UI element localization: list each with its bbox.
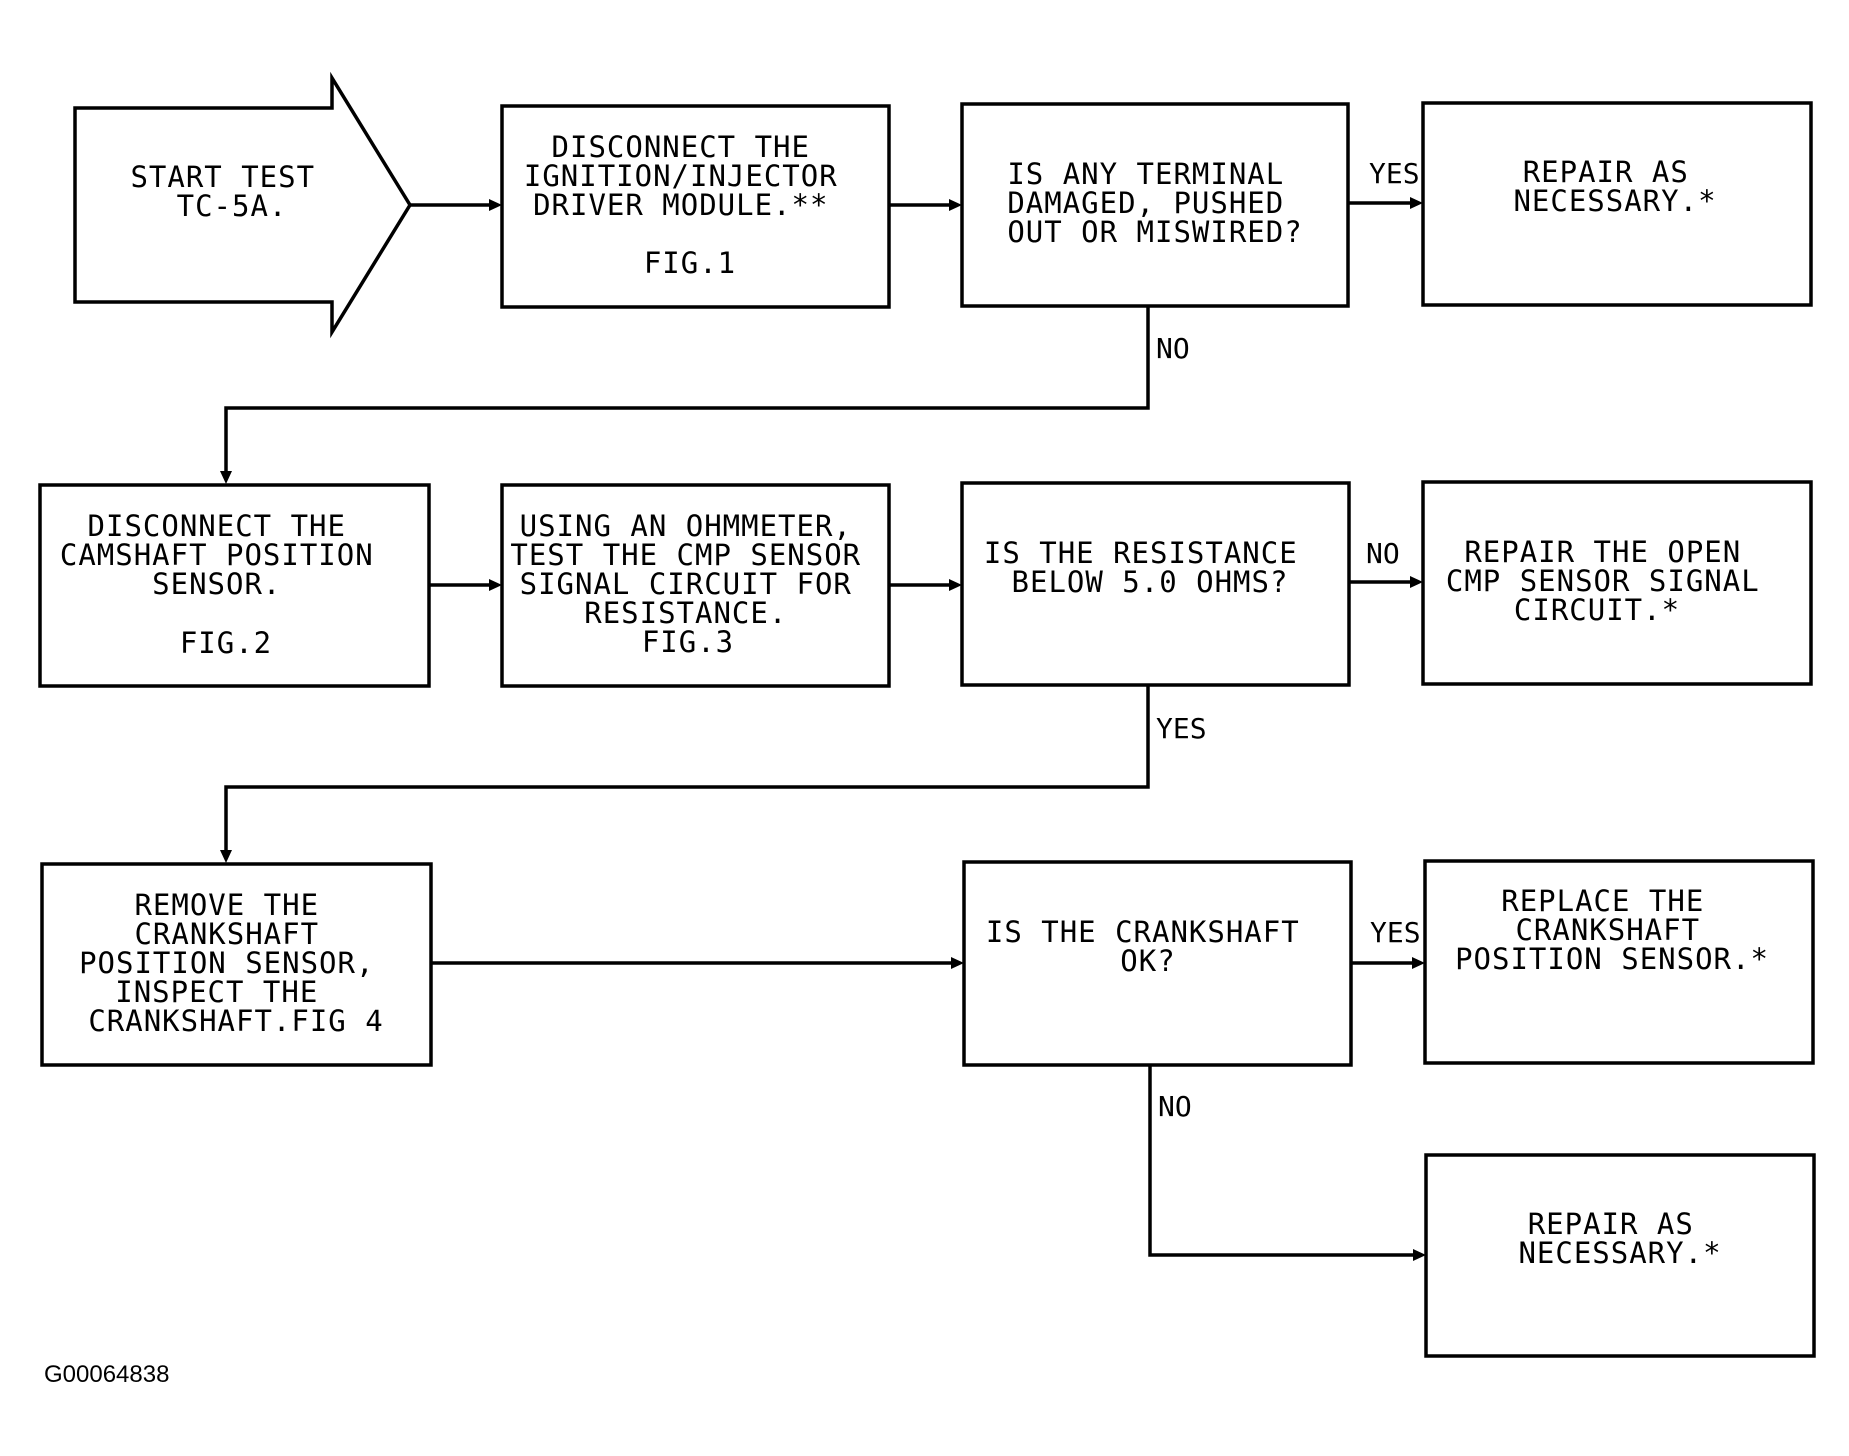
edge-label-terminal-no: NO: [1156, 332, 1190, 365]
arrowhead: [220, 850, 232, 863]
disconnect-module-node: DISCONNECT THE IGNITION/INJECTOR DRIVER …: [500, 104, 891, 309]
arrowhead: [1413, 1249, 1426, 1261]
terminal-question-node: IS ANY TERMINAL DAMAGED, PUSHED OUT OR M…: [960, 102, 1350, 308]
crankshaft-question-node: IS THE CRANKSHAFT OK?: [962, 860, 1353, 1067]
start-node-text: START TEST TC-5A.: [130, 160, 333, 223]
disconnect-module-box: [500, 104, 891, 309]
resistance-question-text: IS THE RESISTANCE BELOW 5.0 OHMS?: [984, 536, 1316, 599]
arrowhead: [1412, 957, 1425, 969]
arrowhead: [949, 199, 962, 211]
ohmmeter-test-node: USING AN OHMMETER, TEST THE CMP SENSOR S…: [500, 483, 891, 688]
edge-terminal-no: [224, 306, 1150, 478]
repair-1-box: [1421, 101, 1813, 307]
repair-1-text: REPAIR AS NECESSARY.*: [1513, 155, 1716, 218]
edge-label-crankshaft-yes: YES: [1370, 916, 1421, 949]
arrowhead: [1410, 576, 1423, 588]
disconnect-cmp-box: [38, 483, 431, 688]
repair-2-box: [1424, 1153, 1816, 1358]
remove-ckp-text: REMOVE THE CRANKSHAFT POSITION SENSOR, I…: [79, 888, 393, 1038]
edge-crankshaft-no: [1148, 1065, 1421, 1257]
arrowhead: [489, 199, 502, 211]
edge-label-resistance-no: NO: [1366, 537, 1400, 570]
repair-open-text: REPAIR THE OPEN CMP SENSOR SIGNAL CIRCUI…: [1446, 535, 1778, 627]
repair-1-node: REPAIR AS NECESSARY.*: [1421, 101, 1813, 307]
crankshaft-question-box: [962, 860, 1353, 1067]
terminal-question-text: IS ANY TERMINAL DAMAGED, PUSHED OUT OR M…: [1007, 157, 1302, 249]
resistance-question-node: IS THE RESISTANCE BELOW 5.0 OHMS?: [960, 481, 1351, 687]
repair-2-text: REPAIR AS NECESSARY.*: [1518, 1207, 1721, 1270]
figure-code: G00064838: [44, 1361, 169, 1388]
start-arrow-shape: [73, 71, 413, 339]
arrowhead: [951, 957, 964, 969]
arrowhead: [1410, 197, 1423, 209]
edge-resistance-yes: [224, 685, 1150, 857]
terminal-question-box: [960, 102, 1350, 308]
edge-label-resistance-yes: YES: [1156, 712, 1207, 745]
replace-ckp-box: [1423, 859, 1815, 1065]
crankshaft-question-text: IS THE CRANKSHAFT OK?: [986, 915, 1318, 978]
repair-2-node: REPAIR AS NECESSARY.*: [1424, 1153, 1816, 1358]
remove-ckp-box: [40, 862, 433, 1067]
disconnect-cmp-text: DISCONNECT THE CAMSHAFT POSITION SENSOR.…: [60, 509, 392, 660]
arrowhead: [220, 471, 232, 484]
replace-ckp-text: REPLACE THE CRANKSHAFT POSITION SENSOR.*: [1455, 884, 1769, 976]
arrowhead: [949, 579, 962, 591]
edge-label-crankshaft-no: NO: [1158, 1090, 1192, 1123]
ohmmeter-test-box: [500, 483, 891, 688]
disconnect-cmp-node: DISCONNECT THE CAMSHAFT POSITION SENSOR.…: [38, 483, 431, 688]
resistance-question-box: [960, 481, 1351, 687]
replace-ckp-node: REPLACE THE CRANKSHAFT POSITION SENSOR.*: [1423, 859, 1815, 1065]
arrowhead: [489, 579, 502, 591]
disconnect-module-text: DISCONNECT THE IGNITION/INJECTOR DRIVER …: [524, 130, 856, 280]
repair-open-box: [1421, 480, 1813, 686]
repair-open-node: REPAIR THE OPEN CMP SENSOR SIGNAL CIRCUI…: [1421, 480, 1813, 686]
start-node: START TEST TC-5A.: [73, 71, 413, 339]
remove-ckp-node: REMOVE THE CRANKSHAFT POSITION SENSOR, I…: [40, 862, 433, 1067]
ohmmeter-test-text: USING AN OHMMETER, TEST THE CMP SENSOR S…: [510, 509, 879, 659]
connectors: [220, 197, 1426, 1261]
edge-label-terminal-yes: YES: [1369, 157, 1420, 190]
